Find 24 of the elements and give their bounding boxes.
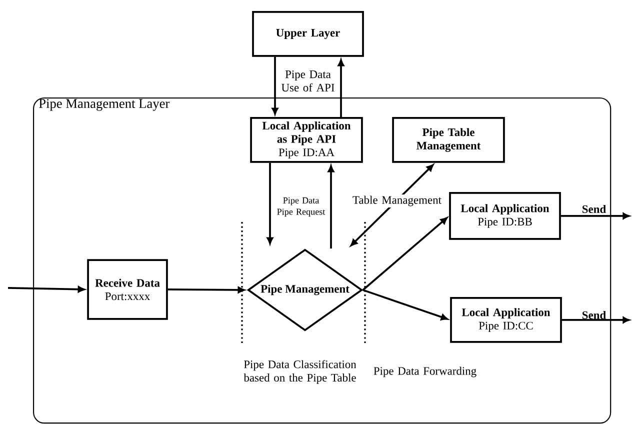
arrow <box>350 164 434 246</box>
arrow <box>562 316 630 324</box>
annotation-text: Pipe Data Forwarding <box>374 366 476 378</box>
arrow <box>272 56 278 115</box>
arrow <box>362 289 448 320</box>
arrow <box>560 212 630 220</box>
process-box: Local Application Pipe ID:BB <box>449 192 561 240</box>
process-box: Local Application as Pipe API Pipe ID:AA <box>250 117 363 163</box>
arrow <box>338 59 344 118</box>
process-box: Pipe Table Management <box>392 117 505 163</box>
edge-label: Pipe Data Use of API <box>282 70 334 92</box>
process-box: Upper Layer <box>252 11 364 57</box>
arrow <box>362 217 448 291</box>
arrow <box>8 286 85 293</box>
arrow <box>266 162 274 244</box>
edge-label: Send <box>582 310 606 320</box>
edge-label: Table Management <box>348 194 446 208</box>
arrow <box>328 165 334 249</box>
edge-label: Pipe Data Pipe Request <box>277 197 326 217</box>
edge-label: Send <box>582 204 606 214</box>
process-box: Local Application Pipe ID:CC <box>450 297 562 343</box>
process-box: Receive Data Port:xxxx <box>87 259 168 320</box>
annotation-text: Pipe Data Classification based on the Pipe Table <box>244 360 356 384</box>
arrow <box>168 286 245 294</box>
